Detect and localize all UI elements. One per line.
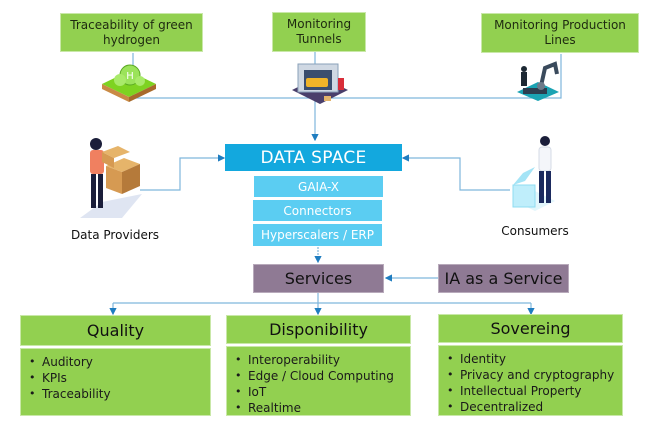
category-disponibility-list: Interoperability Edge / Cloud Computing … bbox=[226, 346, 411, 416]
consumers-label: Consumers bbox=[501, 224, 569, 238]
data-space-box: DATA SPACE bbox=[225, 144, 402, 171]
list-item: Identity bbox=[447, 351, 614, 367]
ia-service-label: IA as a Service bbox=[444, 269, 563, 288]
line-hydrogen bbox=[132, 53, 315, 99]
svg-text:H: H bbox=[126, 71, 134, 82]
list-item: Auditory bbox=[29, 354, 111, 370]
list-item: Decentralized bbox=[447, 399, 614, 415]
category-quality-list: Auditory KPIs Traceability bbox=[20, 348, 211, 416]
list-item: Privacy and cryptography bbox=[447, 367, 614, 383]
source-label: Monitoring Tunnels bbox=[286, 17, 352, 46]
layer-label: Connectors bbox=[283, 203, 352, 218]
ia-as-a-service-box: IA as a Service bbox=[438, 264, 569, 293]
line-consumers bbox=[401, 154, 510, 191]
layer-label: GAIA-X bbox=[298, 179, 339, 194]
list-item: Realtime bbox=[235, 400, 394, 416]
green-hydrogen-icon: H bbox=[102, 64, 156, 102]
line-production bbox=[315, 54, 562, 99]
source-box-tunnels: Monitoring Tunnels bbox=[272, 12, 366, 52]
source-box-production: Monitoring Production Lines bbox=[481, 13, 639, 53]
services-title: Services bbox=[284, 269, 353, 288]
list-item: Edge / Cloud Computing bbox=[235, 368, 394, 384]
category-disponibility-header: Disponibility bbox=[226, 315, 411, 344]
source-label: Monitoring Production Lines bbox=[494, 18, 626, 47]
list-item: IoT bbox=[235, 384, 394, 400]
layer-label: Hyperscalers / ERP bbox=[261, 228, 374, 242]
list-item: Interoperability bbox=[235, 352, 394, 368]
category-title: Sovereing bbox=[490, 319, 571, 338]
category-title: Disponibility bbox=[269, 320, 368, 339]
person-with-boxes-icon bbox=[80, 138, 142, 218]
production-line-robot-icon bbox=[517, 61, 559, 101]
category-sovereing-header: Sovereing bbox=[438, 314, 623, 343]
list-item: KPIs bbox=[29, 370, 111, 386]
list-item: Traceability bbox=[29, 386, 111, 402]
source-label: Traceability of green hydrogen bbox=[70, 17, 193, 47]
category-title: Quality bbox=[86, 321, 145, 340]
car-wash-tunnel-icon bbox=[292, 63, 348, 104]
category-sovereing-list: Identity Privacy and cryptography Intell… bbox=[438, 345, 623, 416]
category-quality-header: Quality bbox=[20, 315, 211, 346]
line-providers bbox=[140, 154, 226, 191]
services-box: Services bbox=[253, 264, 384, 293]
layer-hyperscalers-erp: Hyperscalers / ERP bbox=[253, 224, 382, 246]
data-space-title: DATA SPACE bbox=[260, 147, 367, 168]
layer-connectors: Connectors bbox=[253, 200, 382, 221]
layer-gaia-x: GAIA-X bbox=[254, 176, 383, 197]
data-providers-label: Data Providers bbox=[70, 228, 160, 242]
list-item: Intellectual Property bbox=[447, 383, 614, 399]
person-opening-box-icon bbox=[512, 136, 555, 211]
source-box-hydrogen: Traceability of green hydrogen bbox=[60, 13, 203, 52]
